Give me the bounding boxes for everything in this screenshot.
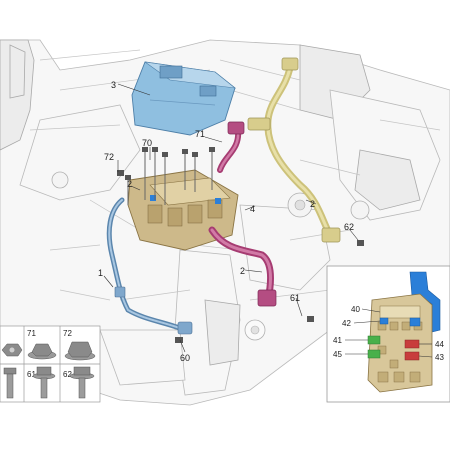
callout-4: 4 [250,204,255,214]
legend-label-62: 62 [63,370,72,379]
fuse-box-detail-inset: 40 42 41 45 44 43 [326,265,450,403]
callout-2-block: 2 [127,179,132,189]
callout-70: 70 [142,138,152,148]
callout-60: 60 [180,353,190,363]
legend-label-72: 72 [63,329,72,338]
inset-callout-44: 44 [435,340,444,349]
callout-2-positive: 2 [240,266,245,276]
nut-icon [1,343,23,357]
wiring-harness-yellow [247,57,341,243]
battery-cover [131,61,237,136]
fastener-markers [175,240,364,343]
callout-62: 62 [344,222,354,232]
legend-label-61: 61 [27,370,36,379]
large-nut-icon [64,341,96,361]
legend-label-71: 71 [27,329,36,338]
flange-nut-icon [27,343,57,360]
callout-leaders [103,83,359,353]
fastener-legend: 71 72 61 62 [0,325,101,403]
ground-cable [106,197,193,335]
callout-71: 71 [195,129,205,139]
flange-bolt-icon [32,366,56,399]
callout-3: 3 [111,80,116,90]
callout-2-harness: 2 [310,199,315,209]
callout-61: 61 [290,293,300,303]
positive-battery-cable [208,121,277,307]
inset-callout-43: 43 [435,353,444,362]
inset-callout-45: 45 [333,350,342,359]
bolt-icon [3,367,17,399]
inset-callout-41: 41 [333,336,342,345]
flange-bolt-large-icon [69,366,95,399]
callout-1: 1 [98,268,103,278]
inset-callout-40: 40 [351,305,360,314]
callout-72: 72 [104,152,114,162]
inset-callout-42: 42 [342,319,351,328]
